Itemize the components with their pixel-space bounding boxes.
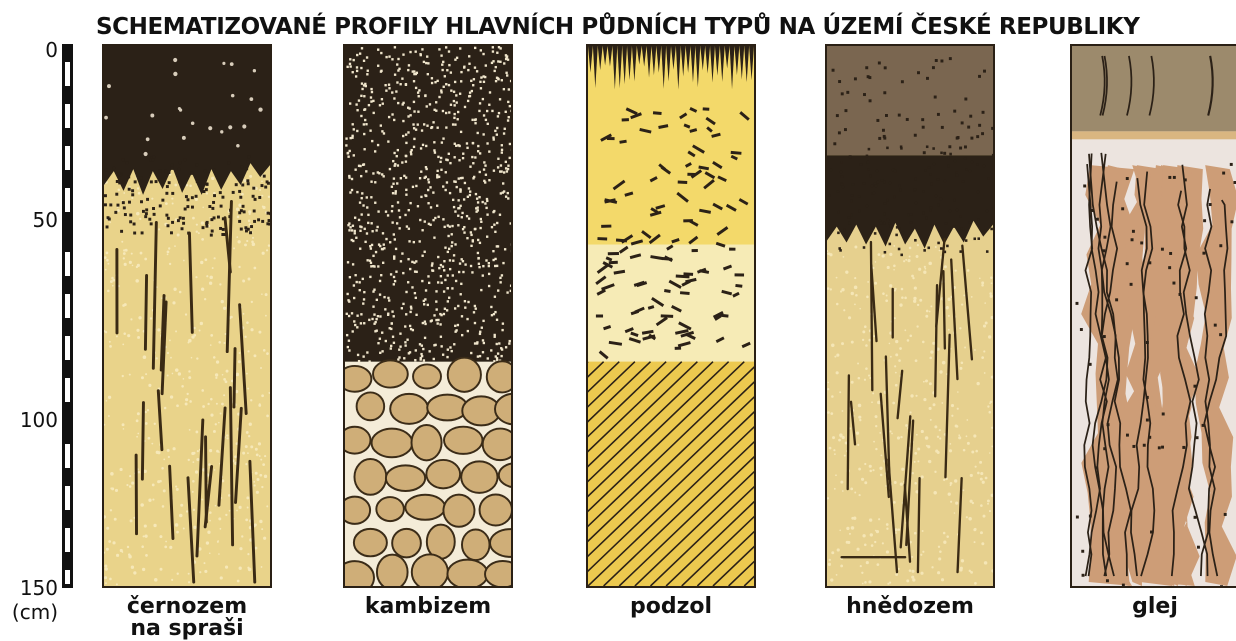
label-cernozem: černozem na spraši <box>87 596 287 640</box>
label-hnedozem: hnědozem <box>810 596 1010 618</box>
profile-kambizem <box>343 44 513 588</box>
profile-cernozem <box>102 44 272 588</box>
diagram-title: SCHEMATIZOVANÉ PROFILY HLAVNÍCH PŮDNÍCH … <box>96 14 1232 40</box>
label-kambizem: kambizem <box>328 596 528 618</box>
profile-glej <box>1070 44 1236 588</box>
profile-hnedozem <box>825 44 995 588</box>
profile-podzol <box>586 44 756 588</box>
depth-scale-bar <box>62 44 73 588</box>
depth-tick-0: 0 <box>0 38 58 62</box>
depth-tick-100: 100 <box>0 408 58 432</box>
label-glej: glej <box>1055 596 1236 618</box>
depth-unit: (cm) <box>0 600 58 624</box>
depth-tick-150: 150 <box>0 576 58 600</box>
depth-tick-50: 50 <box>0 208 58 232</box>
label-podzol: podzol <box>571 596 771 618</box>
